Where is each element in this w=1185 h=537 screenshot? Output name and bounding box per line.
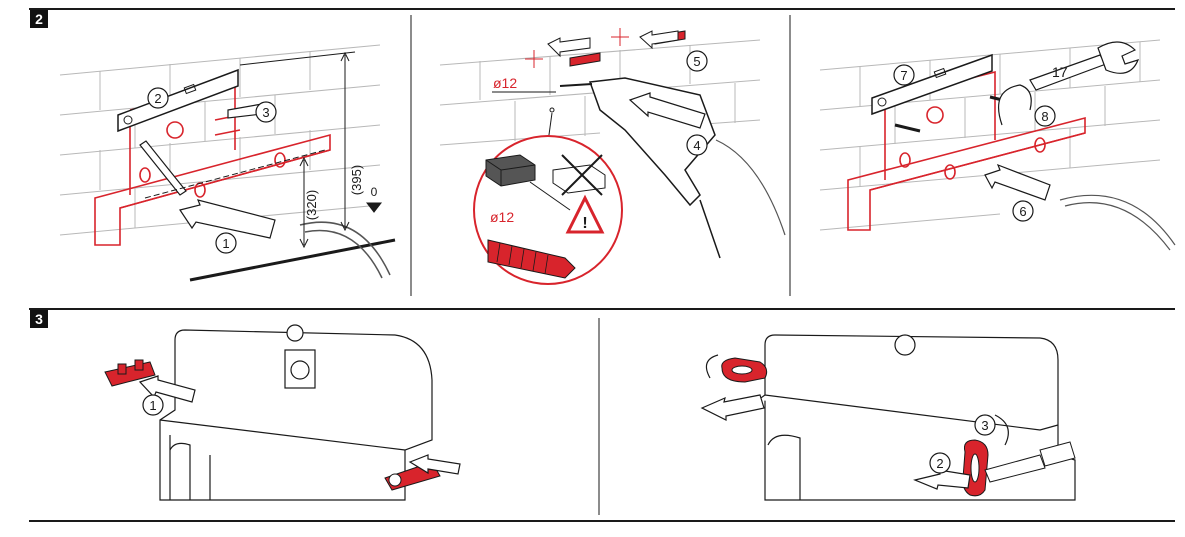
brick-wall [59,44,381,236]
svg-text:2: 2 [936,456,943,471]
svg-text:5: 5 [693,54,700,69]
plug-diameter-label: ø12 [490,209,514,225]
callout-3-3: 3 [974,414,996,436]
svg-text:3: 3 [981,418,988,433]
pipe [299,221,391,276]
push-arrow-top [700,394,765,421]
svg-text:4: 4 [693,138,700,153]
step2-badge [30,10,48,28]
pull-arrow-right [408,454,461,475]
callout-4: 4 [686,134,708,156]
svg-text:7: 7 [900,68,907,83]
red-clip-left [104,359,156,387]
cistern-body-2 [757,334,1076,501]
power-drill [559,77,786,259]
callout-2: 2 [147,87,169,109]
svg-text:3: 3 [262,105,269,120]
rotate-arrow-top [705,354,719,379]
step3-badge [30,310,48,328]
cistern-body [159,324,433,501]
step2-panel1: (320) (395) 0 1 2 3 [59,44,396,282]
rotate-arrow-bottom [994,414,1009,446]
bolt-assembly [984,441,1076,483]
wrench-icon [1029,41,1140,91]
spirit-level [117,68,239,133]
callout-3-2: 2 [929,452,951,474]
red-lever-top [721,357,768,383]
callout-1: 1 [215,232,237,254]
brick-correct-icon [485,154,536,187]
callout-3: 3 [255,101,277,123]
step3-number: 3 [35,311,43,327]
step2-number: 2 [35,11,43,27]
step2-panel3: 17 6 7 8 [819,39,1176,251]
wrench-size-label: 17 [1052,64,1068,80]
pencil [139,140,187,196]
zero-reference-label: 0 [371,185,378,199]
dimension-320-label: (320) [304,190,319,220]
callout-7: 7 [893,64,915,86]
drill-marks [525,28,629,68]
svg-text:!: ! [582,215,587,232]
warning-icon: ! [565,194,605,234]
rotate-arrow [998,84,1032,126]
svg-text:8: 8 [1041,109,1048,124]
callout-3-1: 1 [142,394,164,416]
svg-text:1: 1 [149,398,156,413]
callout-6: 6 [1012,200,1034,222]
dimension-lines [239,51,383,249]
callout-5: 5 [686,50,708,72]
dimension-395-label: (395) [349,165,364,195]
svg-text:1: 1 [222,236,229,251]
step2-panel2: ø12 ! ø12 4 5 [439,28,786,285]
push-arrow-1 [179,199,276,239]
svg-text:6: 6 [1019,204,1026,219]
step3-panel1: 1 [104,324,461,501]
hollow-brick-wrong-icon [552,154,606,196]
callout-8: 8 [1034,105,1056,127]
step3-panel2: 2 3 [700,334,1076,501]
wall-plug-icon [487,239,576,279]
wall-plug-a [569,52,601,67]
drill-diameter-label: ø12 [493,75,517,91]
push-arrow-6 [984,163,1051,201]
spirit-level-3 [871,53,993,116]
svg-text:2: 2 [154,91,161,106]
